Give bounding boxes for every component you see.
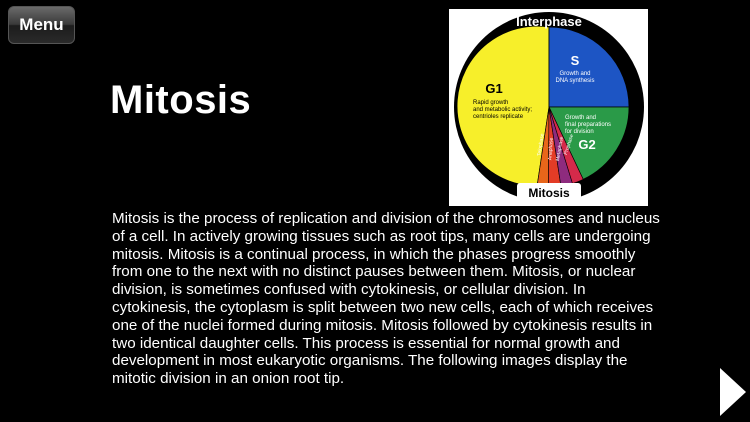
g1-desc-1: Rapid growth <box>473 100 508 106</box>
g1-sector <box>456 25 550 187</box>
body-paragraph: Mitosis is the process of replication an… <box>112 210 660 388</box>
s-sector <box>548 26 630 108</box>
cell-cycle-diagram: Interphase Mitosis S Growth and DNA synt… <box>449 9 648 206</box>
g1-desc-3: centrioles replicate <box>473 114 524 120</box>
menu-button[interactable]: Menu <box>8 6 75 44</box>
g2-desc-1: Growth and <box>565 115 596 121</box>
g1-phase-label: G1 <box>485 81 502 96</box>
anaphase-label: Anaphase <box>547 137 555 160</box>
g2-desc-3: for division <box>565 129 594 135</box>
mitosis-label: Mitosis <box>528 186 570 200</box>
g2-phase-label: G2 <box>578 137 595 152</box>
next-arrow-icon[interactable] <box>720 368 746 416</box>
metaphase-label: Metaphase <box>555 136 565 162</box>
g2-desc-2: final preparations <box>565 122 611 128</box>
s-desc-1: Growth and <box>559 71 590 77</box>
s-phase-label: S <box>571 53 580 68</box>
g1-desc-2: and metabolic activity; <box>473 107 532 113</box>
g2-sector <box>548 106 630 180</box>
telophase-label: Telophase <box>536 133 545 157</box>
s-desc-2: DNA synthesis <box>555 78 594 84</box>
page-title: Mitosis <box>110 78 252 122</box>
interphase-label: Interphase <box>516 14 582 29</box>
